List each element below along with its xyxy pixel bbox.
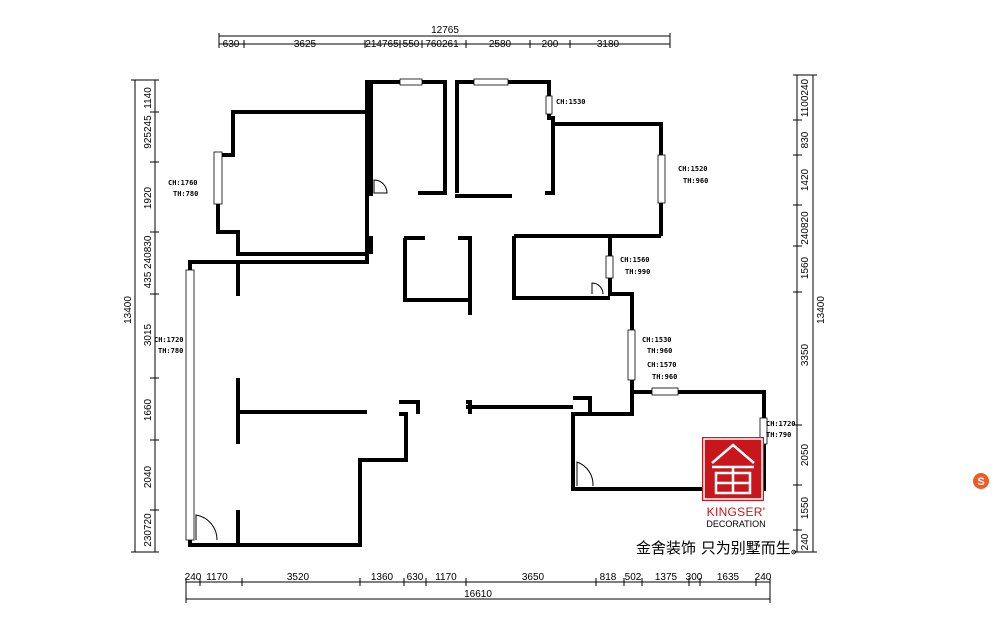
door-swing-1 bbox=[373, 179, 388, 194]
left-seg-2: 1920 bbox=[143, 186, 154, 209]
top-seg-5: 2580 bbox=[489, 39, 512, 50]
bottom-seg-4: 630 bbox=[407, 572, 424, 583]
right-seg-8: 240 bbox=[800, 533, 811, 550]
kingser-logo bbox=[702, 437, 764, 501]
window-top-small bbox=[545, 95, 553, 115]
top-seg-1: 3625 bbox=[294, 39, 317, 50]
ann-right-low1-th: TH:960 bbox=[647, 347, 672, 355]
window-top-1 bbox=[399, 78, 423, 86]
brand-slogan: 金舍装饰 只为别墅而生。 bbox=[636, 539, 806, 557]
ann-right-mid-ch: CH:1560 bbox=[620, 256, 650, 264]
left-seg-0: 1140 bbox=[143, 87, 154, 109]
window-left-living bbox=[185, 269, 195, 541]
bottom-seg-5: 1170 bbox=[435, 572, 457, 583]
ann-right-mid-th: TH:990 bbox=[625, 268, 650, 276]
ann-left-top-th: TH:780 bbox=[173, 190, 198, 198]
bottom-seg-7: 818 bbox=[600, 572, 617, 583]
left-seg-4: 3015 bbox=[143, 323, 154, 346]
door-swing-4 bbox=[576, 461, 594, 487]
window-right-mid bbox=[605, 255, 614, 279]
ann-right-top-ch: CH:1520 bbox=[678, 165, 708, 173]
doors bbox=[195, 179, 604, 541]
top-seg-4: 760261 bbox=[425, 39, 459, 50]
walls bbox=[188, 80, 766, 547]
right-seg-3: 240820 bbox=[800, 211, 811, 245]
bottom-seg-0: 240 bbox=[185, 572, 202, 583]
brand-subtitle: DECORATION bbox=[706, 519, 766, 529]
door-swing-2 bbox=[591, 282, 604, 295]
door-swing-3 bbox=[195, 514, 218, 541]
right-seg-4: 1560 bbox=[800, 256, 811, 279]
left-seg-3: 435 240830 bbox=[143, 235, 154, 288]
right-dimension-line: 13400 1100240 830 1420 240820 1560 3350 … bbox=[793, 74, 827, 553]
window-annotations: CH:1760 TH:780 CH:1720 TH:780 CH:1530 CH… bbox=[154, 98, 796, 439]
top-seg-3: 550 bbox=[403, 39, 420, 50]
right-seg-7: 1550 bbox=[800, 496, 811, 519]
top-dimension-line: 12765 630 3625 214765 550 760261 2580 20… bbox=[218, 25, 671, 50]
ann-far-right-ch: CH:1720 bbox=[766, 420, 796, 428]
bottom-seg-2: 3520 bbox=[287, 572, 310, 583]
bottom-seg-11: 1635 bbox=[717, 572, 740, 583]
top-seg-2: 214765 bbox=[365, 39, 399, 50]
right-seg-1: 830 bbox=[800, 131, 811, 148]
bottom-seg-12: 240 bbox=[755, 572, 772, 583]
bottom-seg-10: 300 bbox=[686, 572, 703, 583]
bottom-seg-8: 502 bbox=[625, 572, 642, 583]
svg-text:S: S bbox=[977, 476, 984, 488]
right-seg-6: 2050 bbox=[800, 443, 811, 466]
right-seg-2: 1420 bbox=[800, 168, 811, 191]
ann-left-mid-th: TH:780 bbox=[158, 347, 183, 355]
bottom-seg-9: 1375 bbox=[655, 572, 678, 583]
bottom-seg-3: 1360 bbox=[371, 572, 394, 583]
ann-top-small-ch: CH:1530 bbox=[556, 98, 586, 106]
right-seg-5: 3350 bbox=[800, 343, 811, 366]
top-seg-7: 3180 bbox=[597, 39, 620, 50]
bottom-dimension-line: 240 1170 3520 1360 630 1170 3650 818 502… bbox=[185, 572, 772, 603]
window-right-low bbox=[627, 329, 636, 381]
top-seg-0: 630 bbox=[223, 39, 240, 50]
right-total-label: 13400 bbox=[816, 296, 827, 324]
logo-mark-icon bbox=[703, 438, 763, 500]
top-seg-6: 200 bbox=[542, 39, 559, 50]
window-balcony-top bbox=[651, 387, 679, 396]
right-seg-0: 1100240 bbox=[800, 78, 811, 117]
ann-far-right-th: TH:790 bbox=[766, 431, 791, 439]
left-seg-1: 925245 bbox=[143, 115, 154, 149]
left-seg-6: 2040 bbox=[143, 465, 154, 488]
left-dimension-line: 13400 1140 925245 1920 435 240830 3015 1… bbox=[123, 79, 159, 553]
ann-left-top-ch: CH:1760 bbox=[168, 179, 198, 187]
window-right-top bbox=[657, 154, 666, 204]
ann-right-low2-th: TH:960 bbox=[652, 373, 677, 381]
top-total-label: 12765 bbox=[431, 25, 459, 36]
ann-right-low1-ch: CH:1530 bbox=[642, 336, 672, 344]
left-seg-7: 230720 bbox=[143, 513, 154, 547]
window-top-2 bbox=[473, 78, 509, 86]
ann-right-top-th: TH:960 bbox=[683, 177, 708, 185]
brand-name: KINGSER' bbox=[706, 505, 766, 519]
s-logo-icon: S bbox=[973, 473, 989, 489]
bottom-seg-6: 3650 bbox=[522, 572, 545, 583]
windows bbox=[185, 78, 768, 541]
ann-right-low2-ch: CH:1570 bbox=[647, 361, 677, 369]
left-total-label: 13400 bbox=[123, 296, 134, 324]
bottom-seg-1: 1170 bbox=[206, 572, 228, 583]
bottom-total-label: 16610 bbox=[464, 589, 492, 600]
window-left-top bbox=[213, 151, 223, 205]
ann-left-mid-ch: CH:1720 bbox=[154, 336, 184, 344]
left-seg-5: 1660 bbox=[143, 398, 154, 421]
